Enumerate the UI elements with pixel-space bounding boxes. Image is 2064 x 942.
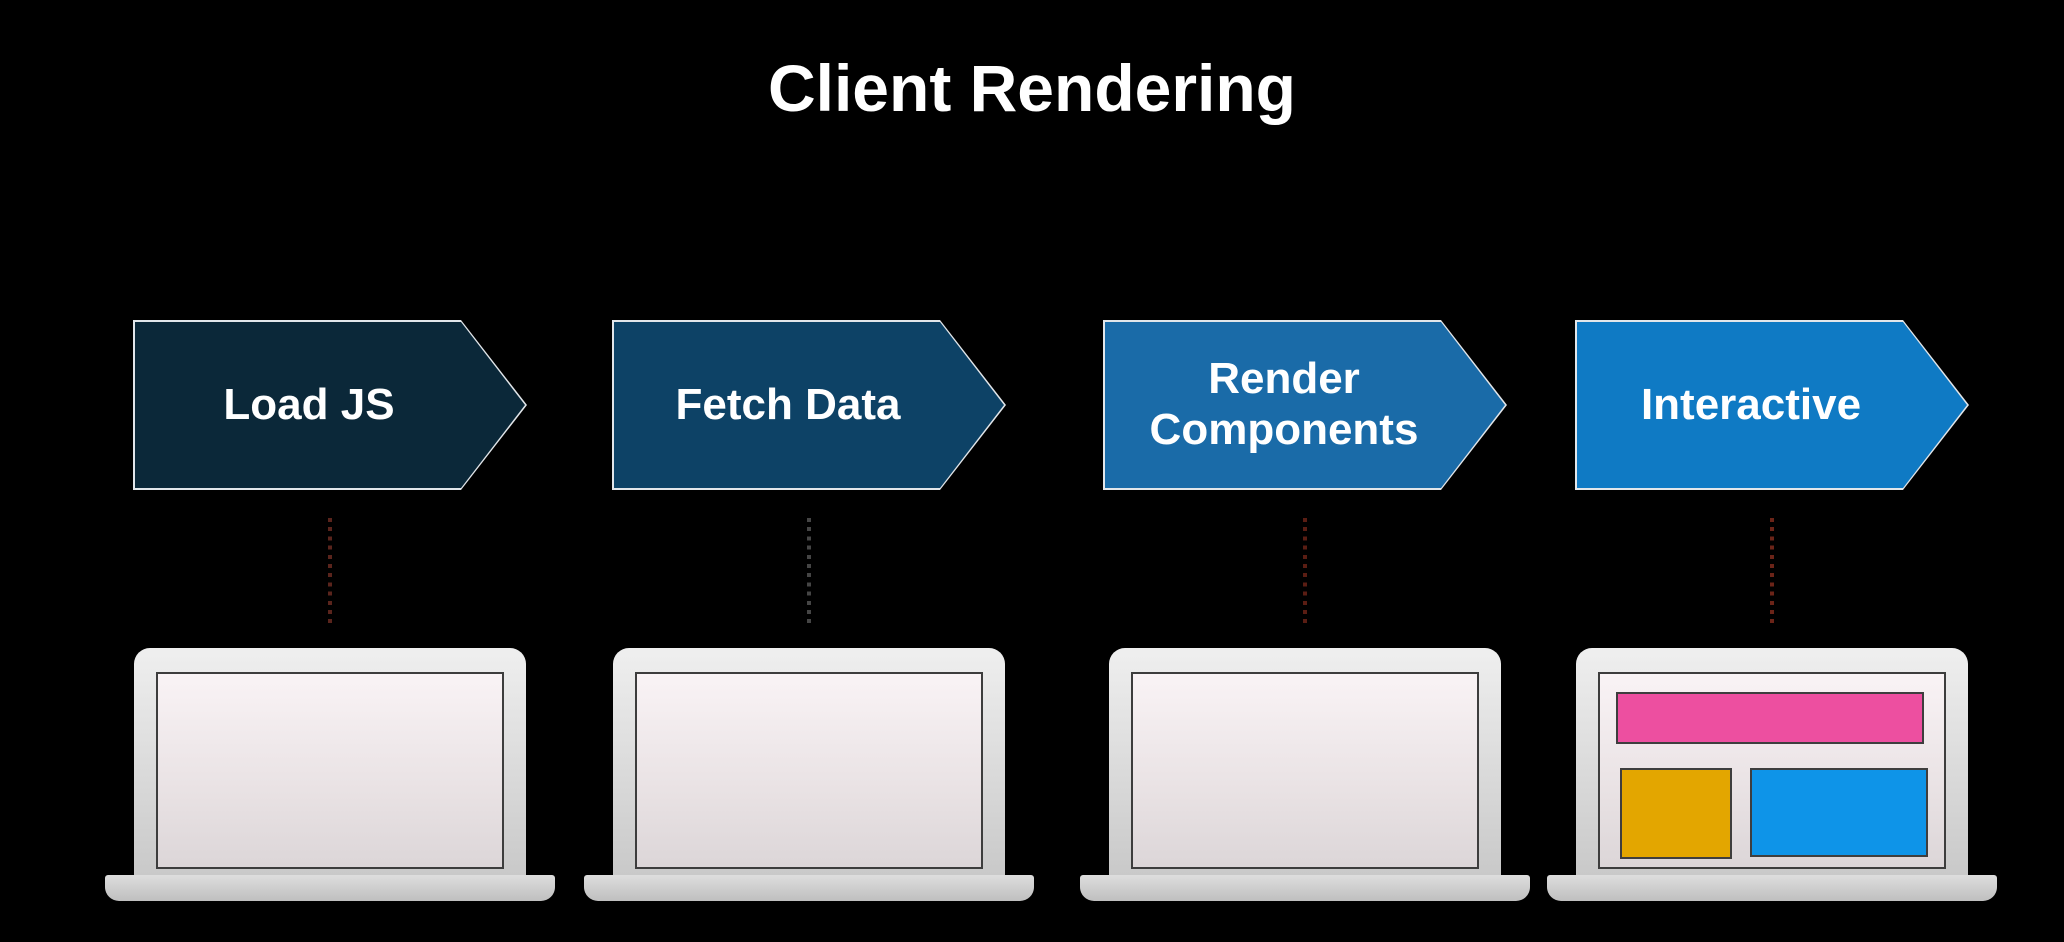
arrow-label: Interactive — [1640, 379, 1862, 429]
laptop-body — [1109, 648, 1501, 875]
laptop-screen-blank — [1131, 672, 1479, 869]
wireframe-header-block — [1616, 692, 1924, 744]
step-column-load-js: Load JS — [105, 0, 555, 942]
arrow-label: Fetch Data — [675, 379, 901, 429]
step-column-fetch-data: Fetch Data — [584, 0, 1034, 942]
page-title: Client Rendering — [767, 51, 1297, 125]
laptop-body — [1576, 648, 1968, 875]
arrow-load-js: Load JS — [133, 320, 527, 490]
laptop-base — [1080, 875, 1530, 901]
laptop-icon — [1547, 648, 1997, 901]
arrow-fill — [1105, 322, 1505, 488]
arrow-fetch-data: Fetch Data — [612, 320, 1006, 490]
dotted-connector — [807, 518, 811, 628]
dotted-connector — [1303, 518, 1307, 628]
wireframe-right-block — [1750, 768, 1928, 857]
laptop-screen-blank — [156, 672, 504, 869]
laptop-body — [613, 648, 1005, 875]
laptop-icon — [105, 648, 555, 901]
step-column-render-components: Render Components — [1080, 0, 1530, 942]
arrow-fill — [135, 322, 525, 488]
wireframe-left-block — [1620, 768, 1732, 859]
arrow-render-components: Render Components — [1103, 320, 1507, 490]
arrow-label: Render Components — [1149, 354, 1419, 454]
laptop-base — [584, 875, 1034, 901]
step-column-interactive: Interactive — [1547, 0, 1997, 942]
laptop-body — [134, 648, 526, 875]
laptop-screen-wireframe — [1598, 672, 1946, 869]
dotted-connector — [328, 518, 332, 628]
dotted-connector — [1770, 518, 1774, 628]
arrow-label: Load JS — [223, 379, 395, 429]
laptop-screen-blank — [635, 672, 983, 869]
arrow-fill — [614, 322, 1004, 488]
arrow-fill — [1577, 322, 1967, 488]
laptop-base — [1547, 875, 1997, 901]
laptop-base — [105, 875, 555, 901]
laptop-icon — [584, 648, 1034, 901]
arrow-interactive: Interactive — [1575, 320, 1969, 490]
laptop-icon — [1080, 648, 1530, 901]
